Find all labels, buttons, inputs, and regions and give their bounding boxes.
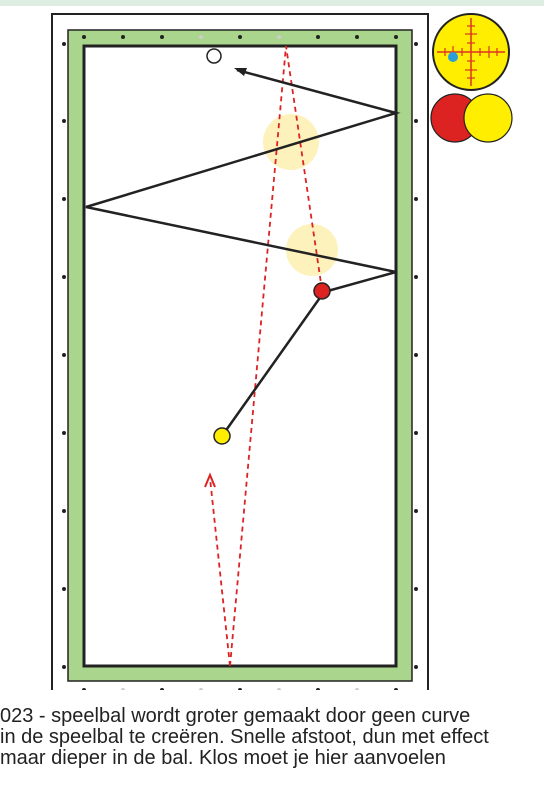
red-ball <box>313 282 331 300</box>
red-ball-path-return <box>209 477 231 667</box>
diamonds <box>62 35 418 690</box>
aim-point-dot <box>448 52 458 62</box>
red-ball-path <box>229 45 323 667</box>
cue-ball-path <box>85 68 401 437</box>
contact-zone-lower <box>286 224 338 276</box>
cue-ball-aim-icon <box>432 13 510 91</box>
red-arrow-head <box>204 472 216 488</box>
diagram-caption: 023 - speelbal wordt groter gemaakt door… <box>0 705 489 769</box>
ball-overlap-icon <box>430 93 513 143</box>
top-band <box>0 0 544 6</box>
contact-zone-upper <box>263 114 319 170</box>
table-surface <box>82 44 398 668</box>
cue-arrow-head <box>234 68 247 76</box>
billiard-diagram <box>51 13 513 690</box>
cue-ball <box>213 427 231 445</box>
white-ball <box>206 48 222 64</box>
